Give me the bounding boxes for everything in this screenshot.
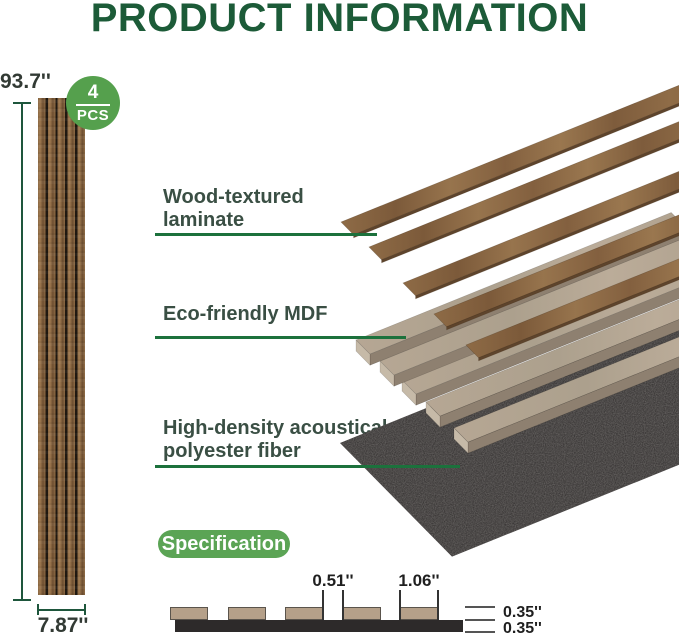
mdf-board: [425, 299, 679, 428]
fiber-pointer-line: [155, 465, 460, 468]
thickness-reference-line: [465, 606, 495, 608]
mdf-layer: [355, 212, 679, 454]
badge-count: 4: [87, 82, 99, 103]
felt-thickness-label: 0.35'': [503, 620, 542, 637]
laminate-strip: [340, 84, 679, 239]
layer-label-mdf: Eco-friendly MDF: [163, 303, 328, 325]
laminate-strip: [433, 214, 679, 331]
gap-dimension-tick: [342, 590, 344, 620]
width-dimension-left-tick: [37, 604, 39, 615]
slat-thickness-label: 0.35'': [503, 604, 542, 621]
thickness-reference-line: [465, 619, 495, 621]
mdf-board: [453, 336, 679, 454]
height-dimension-line: [21, 103, 23, 600]
cross-section-slat: [170, 607, 208, 620]
width-dimension-right-tick: [84, 604, 86, 615]
width-dimension-line: [38, 609, 86, 611]
laminate-strip: [402, 171, 679, 300]
felt-layer: [340, 305, 679, 557]
specification-heading: Specification: [161, 532, 287, 555]
mdf-board: [355, 212, 679, 366]
thickness-reference-line: [465, 631, 495, 633]
laminate-strip: [465, 258, 679, 362]
slat-panel-front-view: [38, 98, 85, 595]
page-title: PRODUCT INFORMATION: [90, 0, 589, 40]
cross-section-slat: [400, 607, 438, 620]
cross-section-felt-bar: [175, 620, 463, 632]
panel-height-label: 93.7'': [0, 70, 51, 93]
mdf-pointer-line: [155, 336, 406, 339]
badge-divider: [76, 104, 110, 106]
laminate-pointer-line: [155, 233, 377, 236]
mdf-board: [401, 267, 679, 406]
slat-width-dimension-tick: [437, 590, 439, 620]
gap-dimension-tick: [322, 590, 324, 620]
layer-label-fiber: High-density acoustical polyester fiber: [163, 417, 388, 462]
laminate-strip: [368, 121, 679, 264]
pcs-count-badge: 4 PCS: [66, 76, 120, 130]
layer-label-laminate: Wood-textured laminate: [163, 186, 304, 231]
mdf-board: [379, 239, 679, 387]
cross-section-slat: [285, 607, 323, 620]
slat-width-label: 1.06'': [398, 571, 440, 590]
height-dimension-top-cap: [13, 102, 31, 104]
slat-width-dimension-tick: [399, 590, 401, 620]
cross-section-slat: [228, 607, 266, 620]
badge-unit: PCS: [76, 107, 110, 124]
specification-badge: Specification: [158, 530, 290, 558]
panel-width-label: 7.87'': [37, 614, 89, 637]
cross-section-slat: [343, 607, 381, 620]
height-dimension-bottom-cap: [13, 599, 31, 601]
slat-gap-label: 0.51'': [312, 571, 354, 590]
